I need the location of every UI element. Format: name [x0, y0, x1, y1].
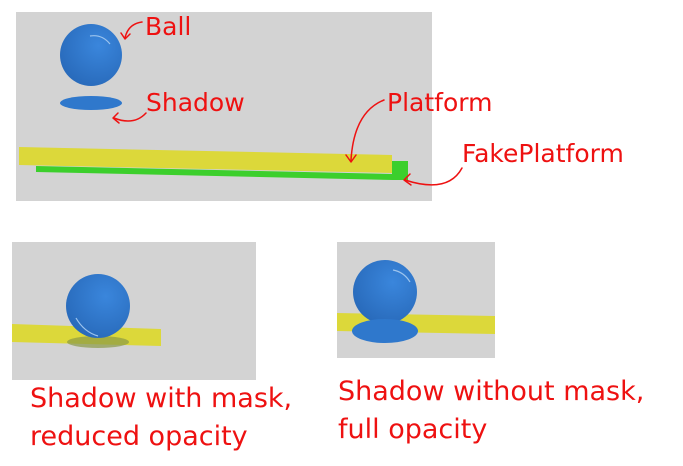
ball-arrow — [124, 21, 143, 39]
unmasked-caption-line2: full opacity — [338, 413, 488, 445]
platform — [19, 147, 392, 173]
fake-platform-arrow — [404, 167, 463, 186]
ball-highlight — [89, 35, 111, 45]
masked-ball-highlight — [75, 317, 99, 337]
masked-shadow — [67, 336, 129, 348]
fake-platform-arrow-head — [403, 173, 412, 186]
masked-caption-line2: reduced opacity — [30, 420, 248, 452]
shadow — [60, 96, 122, 110]
platform-arrow-head — [345, 154, 357, 163]
masked-caption-line1: Shadow with mask, — [30, 383, 293, 414]
ball — [60, 24, 122, 86]
ball-label: Ball — [145, 12, 192, 41]
fake-platform-end — [392, 161, 408, 180]
platform-label: Platform — [387, 88, 493, 117]
ball-arrow-head — [120, 32, 131, 40]
unmasked-shadow — [352, 319, 418, 343]
unmasked-caption: Shadow without mask, full opacity — [338, 373, 644, 449]
unmasked-caption-line1: Shadow without mask, — [338, 376, 645, 407]
scene-panel-masked — [12, 242, 256, 380]
unmasked-ball-highlight — [392, 269, 411, 283]
masked-caption: Shadow with mask, reduced opacity — [30, 380, 292, 456]
fake-platform — [36, 166, 393, 180]
shadow-arrow-head — [112, 112, 120, 124]
shadow-arrow — [113, 112, 147, 122]
platform-arrow — [350, 99, 385, 161]
unmasked-ball — [353, 260, 417, 324]
shadow-label: Shadow — [146, 88, 245, 117]
fake-platform-label: FakePlatform — [462, 139, 624, 168]
masked-ball — [66, 274, 130, 338]
